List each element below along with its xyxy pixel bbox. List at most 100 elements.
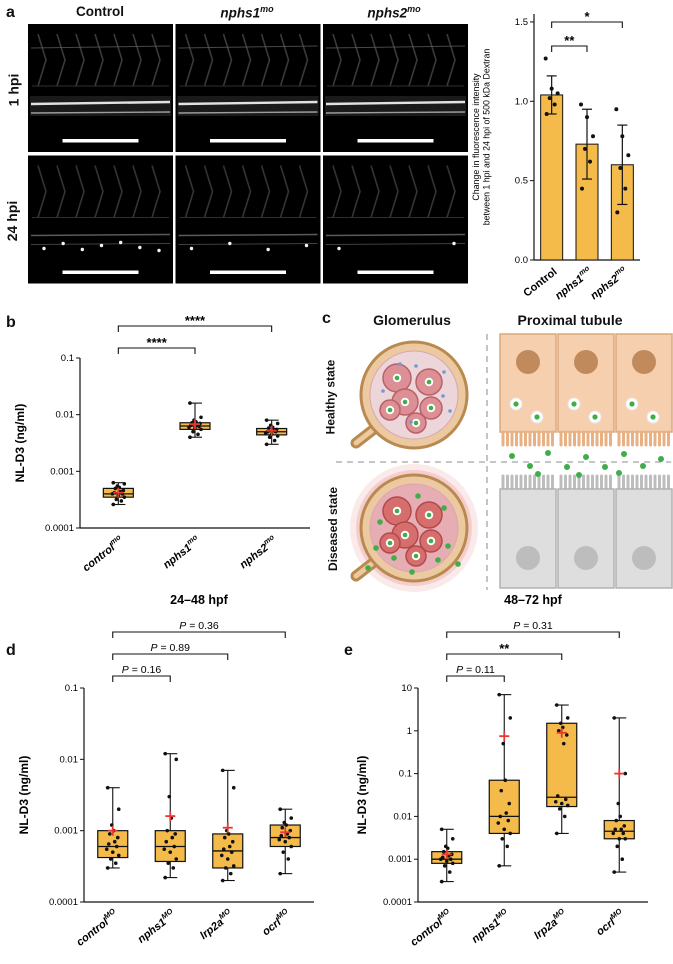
tracer-dot [629,401,635,407]
tracer-dot [445,543,451,549]
data-point [450,836,455,841]
data-point [188,435,192,440]
data-point [279,833,284,838]
x-tick-label: lrp2aMO [530,906,570,942]
y-tick-label: 0.0001 [383,897,412,908]
data-point [266,426,271,430]
box [488,779,520,835]
data-point [556,729,561,733]
scale-bar [357,139,434,143]
sig-bracket [446,675,505,682]
cell-nucleus [574,546,598,570]
data-point [230,839,235,844]
tubule-cell-diseased [615,488,673,589]
data-point [619,827,624,832]
y-tick-label: 0.1 [65,683,78,694]
microscopy-tile [28,24,173,152]
data-point [278,871,283,876]
data-point [555,91,560,96]
data-point [228,871,233,876]
data-point [554,703,559,707]
data-point [547,96,552,101]
data-point [221,847,226,851]
data-point [617,836,622,841]
data-point [114,844,119,849]
data-point [615,210,620,215]
data-point [196,432,200,437]
significance-label: P = 0.31 [513,620,553,632]
data-point [188,401,192,405]
data-point [614,818,619,823]
data-point [611,831,616,836]
data-point [618,814,623,819]
glomerulus-tubule-diagram [322,332,673,594]
data-point [105,866,110,870]
data-point [162,847,167,851]
data-point [500,836,505,841]
glomerulus-healthy [350,340,469,450]
data-point [564,733,569,737]
tracer-dot [435,557,441,563]
data-point [115,835,120,840]
tracer-dot [426,512,432,518]
data-point [439,879,444,884]
data-point [626,153,631,158]
glomerulus-diseased [350,464,478,592]
data-point [504,811,509,815]
data-point [105,785,110,790]
sig-bracket [446,631,620,638]
tracer-dot [409,569,415,575]
x-tick-label: controlMO [72,906,120,948]
microscopy-tile [323,155,468,284]
data-point [163,875,168,880]
data-point [165,828,170,833]
y-tick-label: 0.0 [515,255,528,266]
y-tick-label: 1.0 [515,96,528,107]
data-point [442,864,447,868]
significance-label: P = 0.36 [179,620,219,632]
sig-bracket [112,675,171,682]
tubule-cell-healthy [615,333,673,433]
diagram-header-proximal-tubule: Proximal tubule [517,312,623,328]
data-point [264,442,269,447]
data-point [280,825,285,830]
column-header-nphs1-sup: mo [260,4,274,14]
tracer-dot [377,519,383,525]
data-point [559,801,564,806]
sig-bracket [446,653,563,660]
data-point [231,864,236,868]
y-tick-label: 0.0001 [45,523,74,534]
tracer-dot [576,472,582,478]
column-header-nphs2: nphs2mo [334,4,454,21]
tracer-dot [545,450,551,456]
data-point [441,849,446,854]
data-point [220,878,225,883]
data-point [170,835,175,840]
data-point [172,844,177,849]
x-tick-label: nphs2mo [236,532,280,571]
significance-label: P = 0.11 [456,664,495,676]
column-header-nphs1-text: nphs1 [220,5,261,21]
data-point [443,844,448,849]
data-point [623,186,628,191]
tracer-dot [428,538,434,544]
tracer-dot [509,453,515,459]
data-point [104,847,109,851]
data-point [618,165,623,170]
data-point [107,832,112,836]
sig-bracket [112,653,229,660]
data-point [620,857,625,861]
significance-stars: **** [147,335,168,350]
data-point [497,692,502,697]
scale-bar [210,139,286,143]
tracer-dot [413,420,419,426]
panel-d-label: d [6,642,16,659]
y-tick-label: 0.5 [515,176,528,187]
box [603,819,635,840]
data-point [287,835,292,840]
tracer-dot [592,414,598,420]
data-point [282,820,287,825]
